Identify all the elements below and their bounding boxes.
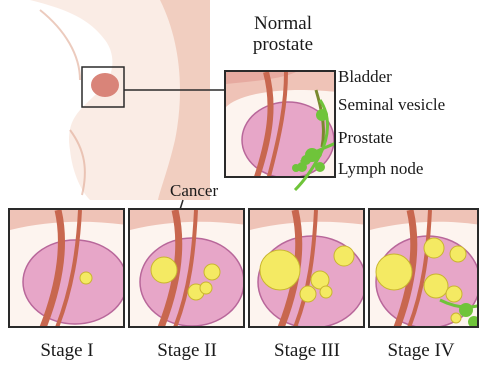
stage-3-label: Stage III [246,341,368,360]
stage-4-panel [368,208,479,328]
title-line-2: prostate [238,35,328,54]
normal-prostate-title: Normal prostate [238,14,328,54]
pelvis-silhouette-illustration [10,0,210,200]
stage-2-label: Stage II [126,341,248,360]
label-lymph-node: Lymph node [338,160,423,177]
label-bladder: Bladder [338,68,392,85]
stage-1-label: Stage I [6,341,128,360]
label-cancer: Cancer [170,182,218,199]
title-line-1: Normal [238,14,328,33]
stage-2-panel [128,208,245,328]
stage-3-panel [248,208,365,328]
stage-1-panel [8,208,125,328]
stage-4-label: Stage IV [360,341,482,360]
label-prostate: Prostate [338,129,393,146]
label-seminal-vesicle: Seminal vesicle [338,96,445,113]
